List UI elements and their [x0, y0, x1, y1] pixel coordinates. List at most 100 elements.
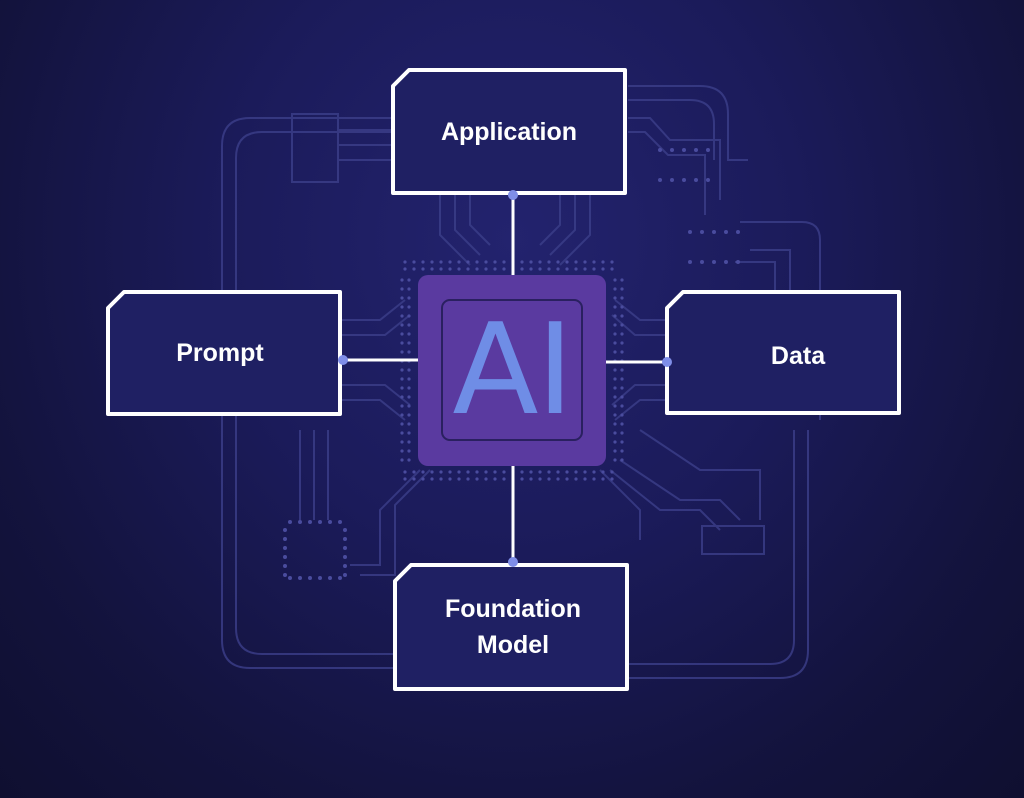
- pin-dot: [620, 377, 624, 381]
- pin-dot: [400, 386, 404, 390]
- pin-dot: [520, 260, 524, 264]
- pin-dot: [565, 267, 569, 271]
- pin-dot: [583, 260, 587, 264]
- pin-dot: [613, 449, 617, 453]
- pin-dot: [502, 477, 506, 481]
- node-application: Application: [393, 70, 625, 193]
- pin-dot: [400, 431, 404, 435]
- connector-lines: [343, 195, 667, 562]
- pin-dot: [400, 404, 404, 408]
- pin-dot: [475, 260, 479, 264]
- pin-dot: [407, 323, 411, 327]
- pin-dot: [407, 305, 411, 309]
- pin-dot: [407, 395, 411, 399]
- pin-dot: [400, 305, 404, 309]
- pin-dot: [407, 431, 411, 435]
- pin-dot: [620, 413, 624, 417]
- pin-dot: [439, 477, 443, 481]
- pin-dot: [620, 440, 624, 444]
- pin-dot: [400, 278, 404, 282]
- pin-dot: [613, 422, 617, 426]
- pin-dot: [613, 431, 617, 435]
- ai-chip: [418, 275, 606, 466]
- pin-dot: [493, 267, 497, 271]
- pin-dot: [400, 350, 404, 354]
- pin-dot: [574, 267, 578, 271]
- pin-dot: [620, 323, 624, 327]
- pin-dot: [400, 368, 404, 372]
- pin-dot: [407, 449, 411, 453]
- pin-dot: [502, 470, 506, 474]
- pin-dot: [466, 267, 470, 271]
- pin-dot: [613, 314, 617, 318]
- pin-dot: [407, 377, 411, 381]
- pin-dot: [670, 178, 674, 182]
- pin-dot: [724, 260, 728, 264]
- pin-dot: [283, 573, 287, 577]
- pin-dot: [407, 413, 411, 417]
- node-foundation-model: Foundation Model: [395, 565, 631, 689]
- pin-dot: [343, 573, 347, 577]
- pin-dot: [613, 350, 617, 354]
- pin-dot: [620, 431, 624, 435]
- pin-dot: [556, 267, 560, 271]
- pin-dot: [547, 470, 551, 474]
- pin-dot: [736, 260, 740, 264]
- pin-dot: [400, 449, 404, 453]
- pin-dot: [493, 470, 497, 474]
- pin-dot: [407, 296, 411, 300]
- pin-dot: [538, 260, 542, 264]
- pin-dot: [670, 148, 674, 152]
- pin-dot: [620, 404, 624, 408]
- pin-dot: [520, 477, 524, 481]
- pin-dot: [613, 386, 617, 390]
- pin-dot: [421, 477, 425, 481]
- pin-dot: [529, 260, 533, 264]
- connector-dot-foundation-model: [508, 557, 518, 567]
- pin-dot: [538, 477, 542, 481]
- pin-dot: [403, 470, 407, 474]
- pin-dot: [283, 537, 287, 541]
- pin-dot: [613, 323, 617, 327]
- pin-dot: [403, 477, 407, 481]
- pin-dot: [574, 477, 578, 481]
- pin-dot: [520, 267, 524, 271]
- pin-dot: [484, 477, 488, 481]
- pin-dot: [400, 413, 404, 417]
- pin-dot: [620, 386, 624, 390]
- pin-dot: [502, 267, 506, 271]
- pin-dot: [724, 230, 728, 234]
- pin-dot: [400, 422, 404, 426]
- pin-dot: [343, 528, 347, 532]
- pin-dot: [529, 267, 533, 271]
- pin-dot: [700, 230, 704, 234]
- pin-dot: [736, 230, 740, 234]
- pin-dot: [400, 395, 404, 399]
- pin-dot: [400, 296, 404, 300]
- pin-dot: [620, 341, 624, 345]
- pin-dot: [298, 576, 302, 580]
- pin-dot: [412, 477, 416, 481]
- pin-dot: [613, 440, 617, 444]
- pin-dot: [613, 305, 617, 309]
- pin-dot: [430, 470, 434, 474]
- pin-dot: [448, 260, 452, 264]
- pin-dot: [620, 278, 624, 282]
- pin-dot: [620, 449, 624, 453]
- pin-dot: [556, 260, 560, 264]
- pin-dot: [610, 470, 614, 474]
- connector-dot-application: [508, 190, 518, 200]
- pin-dot: [403, 267, 407, 271]
- pin-dot: [407, 350, 411, 354]
- pin-dot: [448, 267, 452, 271]
- node-foundation-model-line2: Model: [476, 631, 550, 659]
- pin-dot: [421, 260, 425, 264]
- pin-dot: [338, 576, 342, 580]
- pin-dot: [529, 477, 533, 481]
- pin-dot: [565, 470, 569, 474]
- pin-dot: [412, 470, 416, 474]
- pin-dot: [403, 260, 407, 264]
- node-prompt: Prompt: [108, 292, 332, 414]
- pin-dot: [613, 341, 617, 345]
- pin-dot: [620, 368, 624, 372]
